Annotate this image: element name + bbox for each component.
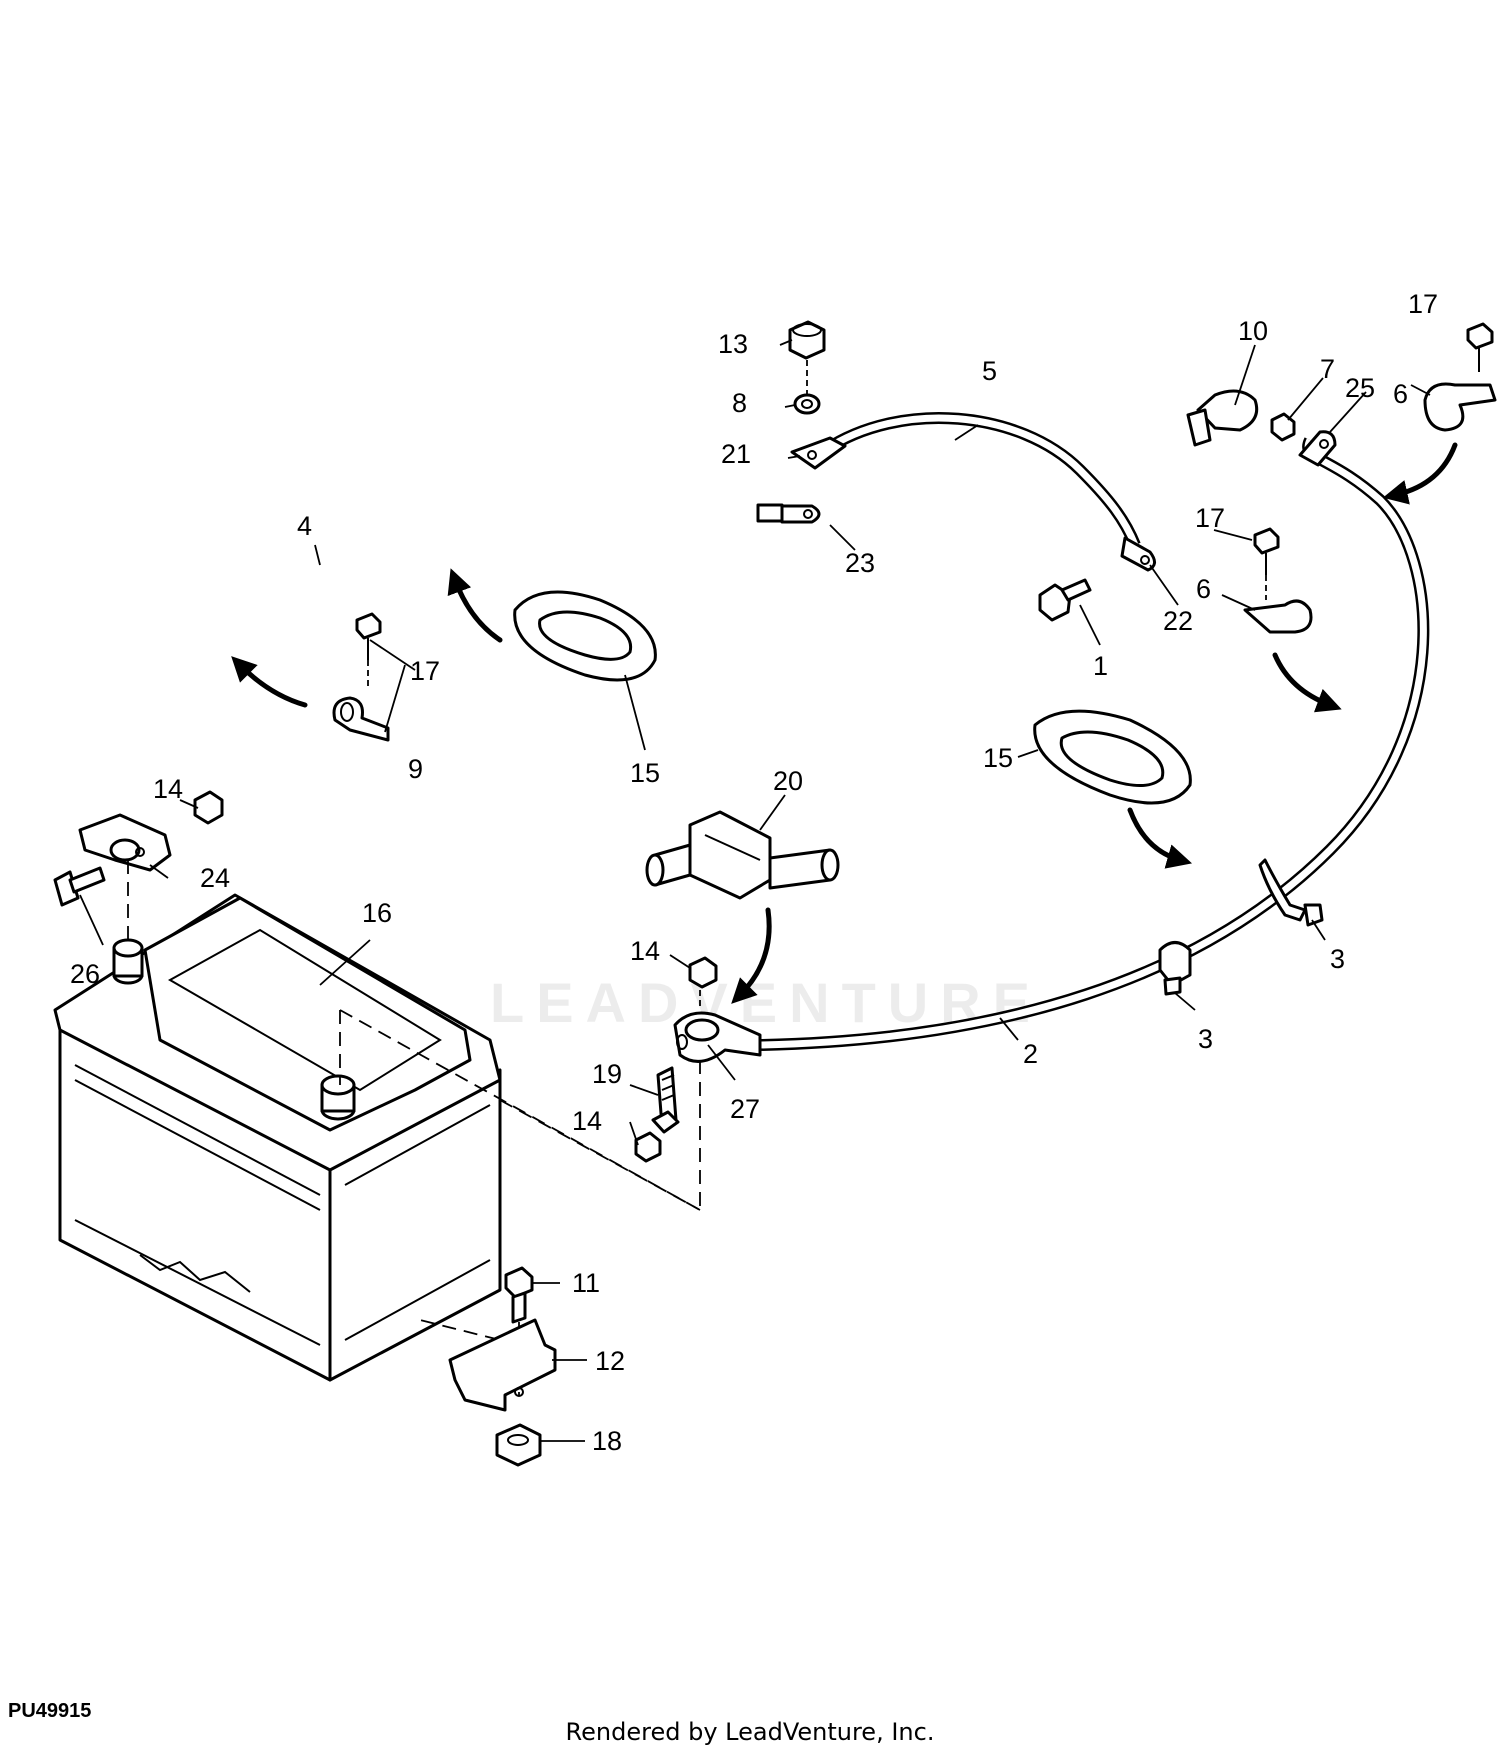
callout-5: 5 bbox=[982, 356, 997, 386]
callout-4: 4 bbox=[297, 511, 312, 541]
callout-11: 11 bbox=[572, 1268, 600, 1298]
callout-6-top-right: 6 bbox=[1393, 379, 1408, 409]
nut-14-upper[interactable] bbox=[193, 790, 224, 825]
connector-20[interactable] bbox=[645, 810, 840, 900]
screw-17-top-right[interactable] bbox=[1466, 322, 1494, 372]
clamp-6-top-right[interactable] bbox=[1423, 382, 1497, 432]
washer-8[interactable] bbox=[793, 393, 821, 415]
callout-labels: 1 2 3 3 4 5 6 6 7 8 9 10 11 12 13 14 14 … bbox=[70, 289, 1438, 1456]
callout-24: 24 bbox=[200, 863, 230, 893]
callout-26: 26 bbox=[70, 959, 100, 989]
bracket-12[interactable] bbox=[448, 1318, 557, 1412]
clip-3-right[interactable] bbox=[1258, 858, 1324, 927]
callout-13: 13 bbox=[718, 329, 748, 359]
nut-18[interactable] bbox=[495, 1423, 542, 1467]
callout-12: 12 bbox=[595, 1346, 625, 1376]
terminal-clamp-24[interactable] bbox=[78, 813, 172, 872]
callout-1: 1 bbox=[1093, 651, 1108, 681]
callout-9: 9 bbox=[408, 754, 423, 784]
direction-arrows bbox=[231, 442, 1458, 1004]
terminal-21[interactable] bbox=[790, 436, 847, 470]
clamp-10[interactable] bbox=[1186, 389, 1259, 447]
callout-16: 16 bbox=[362, 898, 392, 928]
screw-17-left[interactable] bbox=[355, 612, 382, 690]
callout-27: 27 bbox=[730, 1094, 760, 1124]
credit-text: Rendered by LeadVenture, Inc. bbox=[565, 1718, 935, 1746]
callout-17-left: 17 bbox=[410, 656, 440, 686]
stud-19[interactable] bbox=[651, 1066, 680, 1134]
callout-18: 18 bbox=[592, 1426, 622, 1456]
clamp-6-mid-right[interactable] bbox=[1243, 599, 1313, 634]
callout-17-top-right: 17 bbox=[1408, 289, 1438, 319]
battery-cable-5[interactable] bbox=[821, 412, 1156, 572]
callout-25: 25 bbox=[1345, 373, 1375, 403]
callout-21: 21 bbox=[721, 439, 751, 469]
callout-3-right: 3 bbox=[1330, 944, 1345, 974]
clip-9[interactable] bbox=[332, 696, 390, 742]
bolt-26[interactable] bbox=[53, 866, 106, 907]
callout-22: 22 bbox=[1163, 606, 1193, 636]
nut-13[interactable] bbox=[788, 320, 826, 360]
callout-3-lower: 3 bbox=[1198, 1024, 1213, 1054]
battery-cable-2[interactable] bbox=[759, 430, 1430, 1051]
callout-14-lower: 14 bbox=[572, 1106, 602, 1136]
callout-15-right: 15 bbox=[983, 743, 1013, 773]
callout-14-mid: 14 bbox=[630, 936, 660, 966]
callout-7: 7 bbox=[1320, 354, 1335, 384]
callout-19: 19 bbox=[592, 1059, 622, 1089]
callout-15-left: 15 bbox=[630, 758, 660, 788]
drawing-id: PU49915 bbox=[8, 1700, 92, 1722]
callout-17-mid-right: 17 bbox=[1195, 503, 1225, 533]
nut-14-mid[interactable] bbox=[688, 956, 718, 989]
bolt-1[interactable] bbox=[1038, 578, 1092, 622]
nut-14-lower[interactable] bbox=[634, 1131, 662, 1163]
nut-7[interactable] bbox=[1270, 412, 1296, 442]
callout-20: 20 bbox=[773, 766, 803, 796]
grommet-15-left[interactable] bbox=[513, 590, 657, 682]
callout-8: 8 bbox=[732, 388, 747, 418]
callout-2: 2 bbox=[1023, 1039, 1038, 1069]
grommet-15-right[interactable] bbox=[1033, 709, 1192, 805]
battery-cable-4[interactable] bbox=[26, 503, 821, 848]
leader-lines bbox=[79, 339, 1431, 1442]
terminal-clamp-27[interactable] bbox=[673, 1011, 762, 1063]
callout-23: 23 bbox=[845, 548, 875, 578]
screw-17-mid-right[interactable] bbox=[1253, 527, 1280, 600]
callout-10: 10 bbox=[1238, 316, 1268, 346]
callout-6-mid-right: 6 bbox=[1196, 574, 1211, 604]
callout-14-upper: 14 bbox=[153, 774, 183, 804]
battery-16[interactable] bbox=[53, 893, 502, 1382]
clip-3-lower[interactable] bbox=[1158, 941, 1192, 996]
